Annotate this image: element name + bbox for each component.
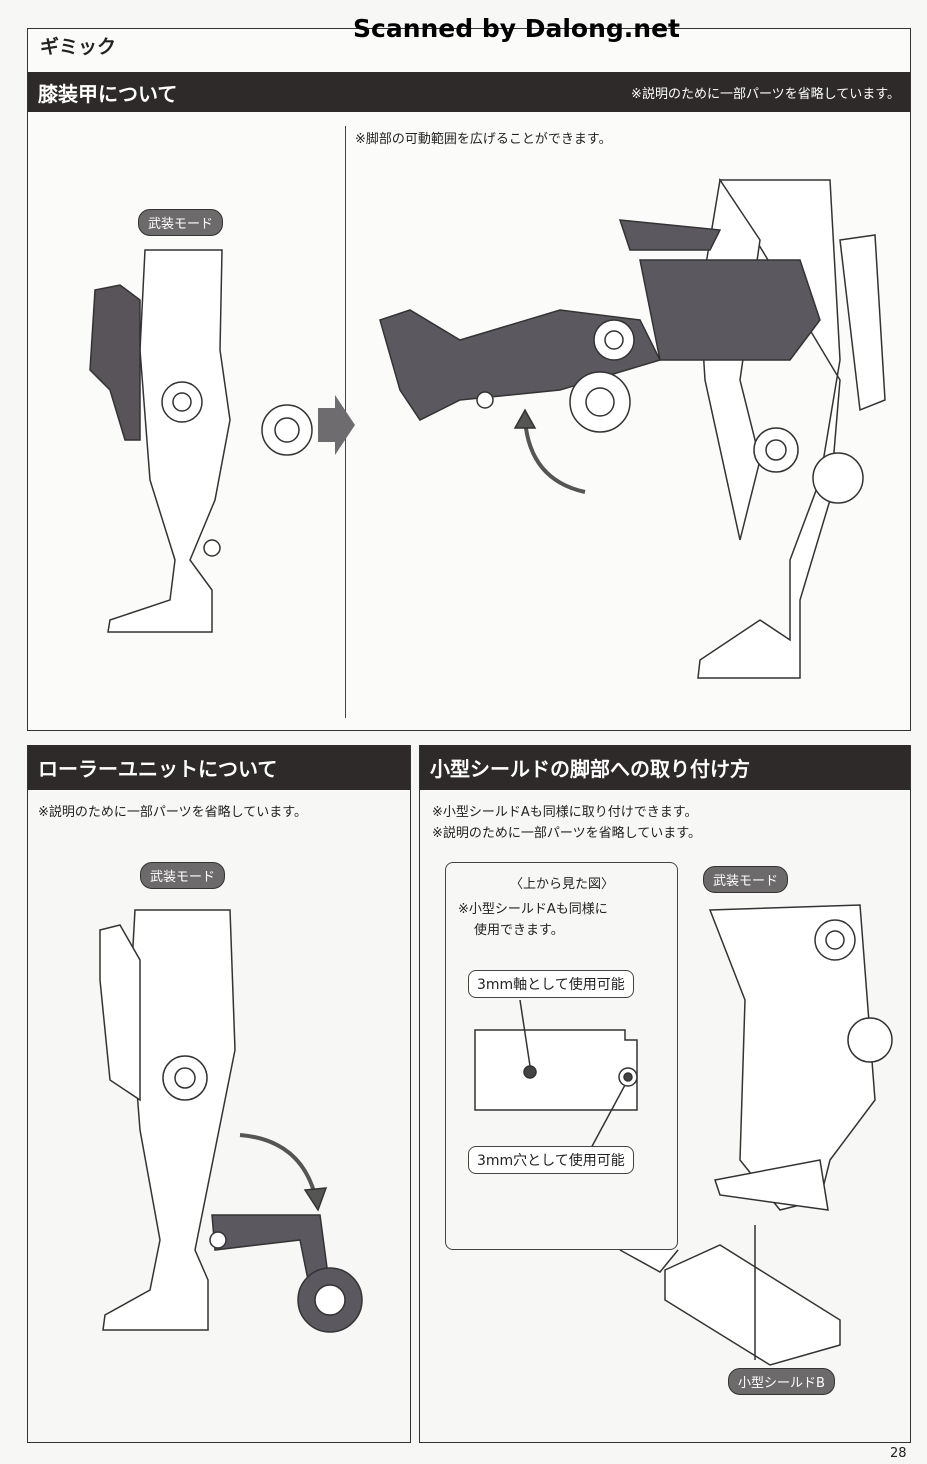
page-number: 28: [890, 1446, 907, 1461]
callout-axis: 3mm軸として使用可能: [468, 970, 634, 998]
shield-note-2: ※説明のために一部パーツを省略しています。: [432, 826, 701, 841]
motion-note: ※脚部の可動範囲を広げることができます。: [355, 132, 612, 147]
mode-badge: 武装モード: [140, 862, 226, 889]
shield-note-1: ※小型シールドAも同様に取り付けできます。: [432, 805, 698, 820]
inset-title: 〈上から見た図〉: [510, 877, 615, 892]
top-view-inset: [445, 862, 678, 1250]
roller-panel: [27, 745, 411, 1443]
part-label: 小型シールドB: [728, 1368, 835, 1395]
mode-badge: 武装モード: [703, 866, 789, 893]
roller-title: ローラーユニットについて: [28, 745, 410, 790]
section-title: ギミック: [40, 36, 117, 58]
inset-note-1: ※小型シールドAも同様に: [458, 902, 608, 917]
watermark: Scanned by Dalong.net: [353, 14, 681, 43]
knee-armor-title-bar: 膝装甲について ※説明のために一部パーツを省略しています。: [28, 72, 910, 112]
roller-note: ※説明のために一部パーツを省略しています。: [38, 805, 307, 820]
mode-badge: 武装モード: [138, 209, 224, 236]
knee-armor-title: 膝装甲について: [38, 81, 178, 106]
inset-note-2: 使用できます。: [474, 923, 564, 938]
knee-armor-note: ※説明のために一部パーツを省略しています。: [631, 86, 900, 102]
callout-hole: 3mm穴として使用可能: [468, 1146, 634, 1174]
shield-title: 小型シールドの脚部への取り付け方: [420, 745, 910, 790]
